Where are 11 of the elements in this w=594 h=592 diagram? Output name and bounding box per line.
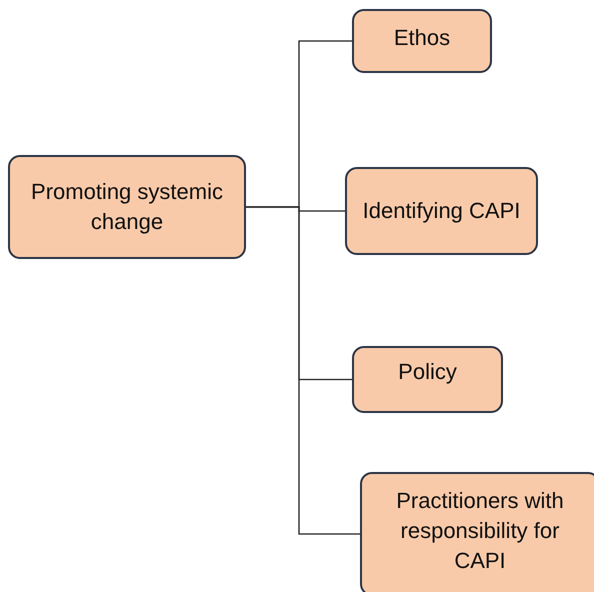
- rounded-box: [360, 472, 594, 592]
- node-label: Identifying CAPI: [362, 197, 520, 225]
- node-label: Ethos: [394, 24, 450, 52]
- rounded-box: [352, 346, 503, 413]
- node-label: Practitioners with responsibility for CAPI: [395, 487, 565, 575]
- rounded-box: [352, 9, 492, 73]
- connector-line: [246, 206, 360, 535]
- rounded-box: [345, 167, 538, 255]
- node-label: Promoting systemic change: [30, 178, 224, 236]
- node-label: Policy: [398, 358, 457, 386]
- rounded-box: [8, 155, 246, 259]
